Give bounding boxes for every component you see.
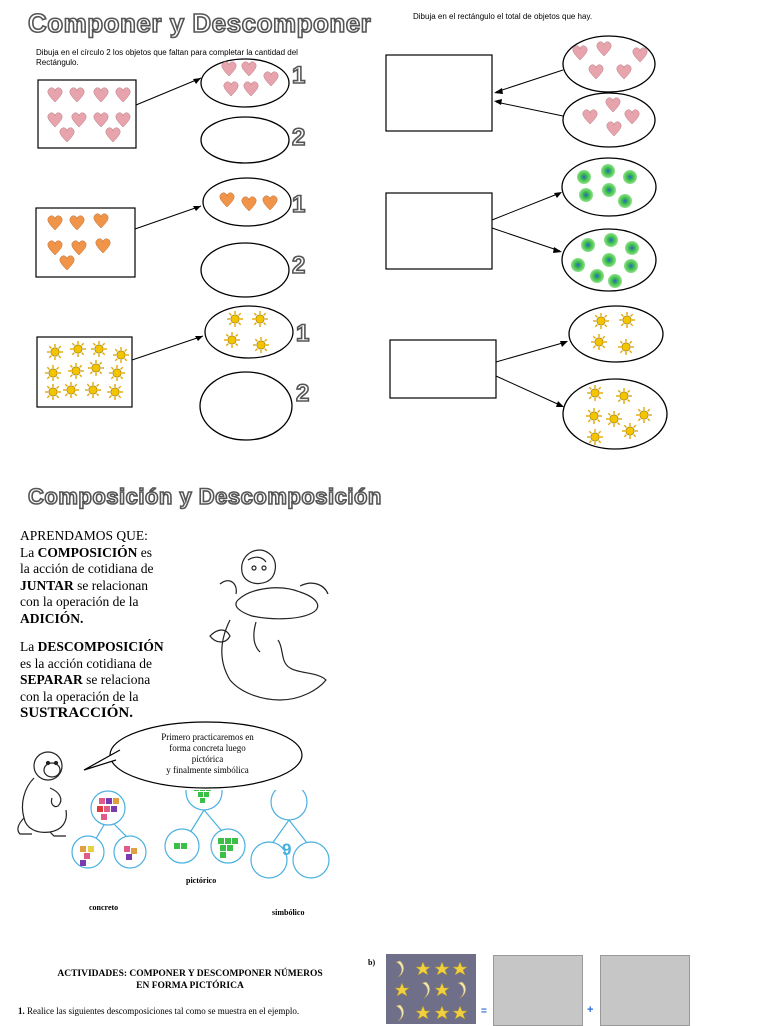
p1-es: es — [140, 544, 153, 560]
stars-moons-box — [386, 954, 476, 1024]
activities-heading-line2: EN FORMA PICTÓRICA — [136, 981, 244, 991]
label-pictorico: pictórico — [186, 876, 217, 885]
item-number: 1. — [18, 1006, 25, 1016]
keyword-juntar: JUNTAR — [20, 577, 74, 593]
p1-line3: se relacionan — [77, 577, 148, 593]
answer-rect-1 — [385, 54, 493, 132]
instruction-left: Dibuja en el círculo 2 los objetos que f… — [36, 48, 298, 67]
keyword-adicion: ADICIÓN. — [20, 610, 84, 626]
p1-line4: con la operación de la — [20, 594, 139, 609]
speech-bubble-text: Primero practicaremos en forma concreta … — [145, 732, 270, 776]
explanation-text: APRENDAMOS QUE: La COMPOSICIÓN es la acc… — [20, 528, 200, 722]
plus-sign: + — [587, 1004, 594, 1016]
activities-heading-line1: ACTIVIDADES: COMPONER Y DESCOMPONER NÚME… — [57, 969, 323, 979]
bubble-line-3: pictórica — [191, 754, 224, 764]
label-circle-2-b: 2 — [291, 251, 306, 280]
keyword-descomposicion: DESCOMPOSICIÓN — [37, 639, 164, 654]
symbolic-number: 9 — [282, 840, 292, 859]
p1-start: La — [20, 544, 35, 560]
label-circle-1-c: 1 — [295, 319, 310, 348]
p1-line2: la acción de cotidiana de — [20, 561, 154, 576]
p2-line3: se relaciona — [86, 672, 151, 687]
label-simbolico: simbólico — [272, 908, 305, 917]
monkey-airplane-illustration — [209, 549, 329, 701]
p2-start: La — [20, 639, 35, 654]
p2-line4: con la operación de la — [20, 688, 139, 704]
label-circle-1-b: 1 — [291, 190, 306, 219]
keyword-separar: SEPARAR — [20, 672, 83, 687]
worksheet-middle: Composición y Descomposición APRENDAMOS … — [0, 470, 768, 930]
answer-rect-2 — [385, 192, 493, 270]
page-title-composicion: Composición y Descomposición — [27, 483, 382, 510]
equals-sign: = — [481, 1006, 487, 1017]
activities-heading: ACTIVIDADES: COMPONER Y DESCOMPONER NÚME… — [20, 968, 360, 992]
label-circle-2-a: 2 — [291, 123, 306, 152]
item-text: Realice las siguientes descomposiciones … — [27, 1006, 300, 1016]
activity-item-1: 1. Realice las siguientes descomposicion… — [18, 1006, 358, 1016]
label-circle-2-c: 2 — [295, 379, 310, 408]
answer-box-1[interactable] — [493, 955, 583, 1026]
label-circle-1-a: 1 — [291, 61, 306, 90]
worksheet-top-drawing — [35, 35, 668, 450]
worksheet-top: Componer y Descomponer Dibuja en el círc… — [0, 0, 768, 450]
keyword-composicion: COMPOSICIÓN — [37, 544, 138, 560]
instruction-right: Dibuja en el rectángulo el total de obje… — [413, 12, 593, 21]
p2-line2: es la acción cotidiana de — [20, 655, 152, 671]
composition-diagrams — [71, 790, 330, 879]
worksheet-bottom: ACTIVIDADES: COMPONER Y DESCOMPONER NÚME… — [0, 950, 768, 1026]
monkey-thinking-illustration — [17, 751, 67, 837]
intro-line: APRENDAMOS QUE: — [20, 528, 148, 543]
bubble-line-4: y finalmente simbólica — [166, 765, 249, 775]
label-concreto: concreto — [89, 903, 119, 912]
label-b: b) — [368, 958, 376, 967]
answer-box-2[interactable] — [600, 955, 690, 1026]
answer-rect-3 — [389, 339, 497, 399]
bubble-line-2: forma concreta luego — [169, 743, 246, 753]
page-title-componer: Componer y Descomponer — [27, 7, 372, 39]
speech-bubble-shape — [83, 721, 303, 789]
keyword-sustraccion: SUSTRACCIÓN. — [20, 705, 133, 721]
bubble-line-1: Primero practicaremos en — [161, 732, 254, 742]
